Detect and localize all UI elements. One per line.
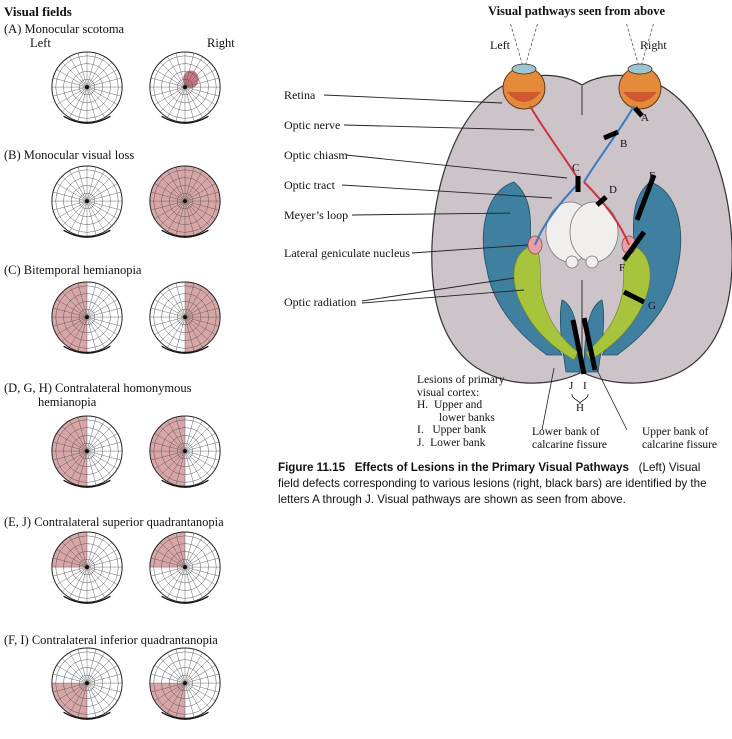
label-lgn: Lateral geniculate nucleus — [284, 246, 410, 260]
pathways-title: Visual pathways seen from above — [488, 4, 666, 18]
pathways-panel: Visual pathways seen from above Left Rig… — [262, 0, 732, 739]
lesion-item-h: H. Upper and — [417, 399, 483, 411]
lesion-letter-e: E — [649, 170, 656, 182]
lesions-list: Lesions of primary visual cortex: H. Upp… — [417, 374, 505, 449]
label-retina: Retina — [284, 88, 316, 102]
lesion-bars — [570, 106, 657, 375]
lesion-letter-a: A — [641, 112, 649, 124]
lesion-letter-j: J — [569, 380, 574, 392]
eye-label-right: Right — [207, 36, 235, 50]
visual-field-right-4 — [149, 415, 221, 488]
figure-caption: Figure 11.15 Effects of Lesions in the P… — [278, 460, 723, 508]
row-label-e: (E, J) Contralateral superior quadrantan… — [4, 515, 224, 529]
optic-nerve-paths — [529, 105, 635, 246]
lesion-letter-d: D — [609, 184, 617, 196]
visual-field-left-3 — [51, 281, 123, 354]
visual-field-right-2 — [149, 165, 221, 238]
visual-fields-panel: Visual fields (A) Monocular scotoma Left… — [0, 0, 262, 739]
visual-field-right-3 — [149, 281, 221, 354]
visual-field-right-6 — [149, 647, 221, 720]
figure-title: Effects of Lesions in the Primary Visual… — [354, 461, 629, 474]
label-optic-chiasm: Optic chiasm — [284, 148, 348, 162]
lesion-item-h-2: lower banks — [439, 411, 495, 424]
visual-field-left-2 — [51, 165, 123, 238]
optic-radiation-drawing — [513, 244, 651, 361]
lesions-title-2: visual cortex: — [417, 386, 480, 399]
pathway-eye-label-left: Left — [490, 38, 510, 52]
label-optic-tract: Optic tract — [284, 178, 335, 192]
label-optic-nerve: Optic nerve — [284, 118, 341, 132]
lesion-letter-f: F — [619, 262, 626, 274]
lesion-item-i: I. Upper bank — [417, 424, 487, 436]
row-label-a: (A) Monocular scotoma — [4, 22, 125, 36]
field-defect — [149, 683, 185, 719]
field-defect — [51, 683, 87, 719]
lesion-letter-h: H — [576, 402, 584, 414]
visual-field-right-1 — [149, 51, 221, 124]
eye-left-drawing — [502, 63, 546, 110]
sight-lines — [509, 21, 655, 71]
row-label-f: (F, I) Contralateral inferior quadrantan… — [4, 633, 218, 647]
lesion-letter-g: G — [648, 300, 656, 312]
upper-bank-label: Upper bank of calcarine fissure — [642, 426, 718, 451]
visual-field-left-5 — [51, 531, 123, 604]
lesion-letter-c: C — [572, 162, 580, 174]
row-label-d: (D, G, H) Contralateral homonymous — [4, 381, 192, 395]
visual-field-left-4 — [51, 415, 123, 488]
row-label-d-2: hemianopia — [38, 395, 97, 409]
eye-right-drawing — [618, 63, 662, 110]
visual-fields-title: Visual fields — [4, 4, 72, 19]
lesion-leaders — [541, 359, 628, 431]
pathway-diagram — [323, 21, 732, 431]
figure-number: Figure 11.15 — [278, 461, 346, 474]
eye-label-left: Left — [30, 36, 51, 50]
row-label-c: (C) Bitemporal hemianopia — [4, 263, 142, 277]
visual-field-right-5 — [149, 531, 221, 604]
label-leaders — [323, 94, 568, 304]
figure-text: (Left) Visual field defects correspondin… — [278, 461, 707, 506]
row-label-b: (B) Monocular visual loss — [4, 148, 135, 162]
visual-field-left-1 — [51, 51, 123, 124]
thalamus — [545, 201, 619, 269]
lower-bank-label: Lower bank of calcarine fissure — [532, 426, 608, 451]
label-optic-radiation: Optic radiation — [284, 295, 357, 309]
lesions-title-1: Lesions of primary — [417, 374, 505, 386]
lesion-letter-b: B — [620, 138, 628, 150]
visual-field-left-6 — [51, 647, 123, 720]
label-meyers-loop: Meyer’s loop — [284, 208, 349, 222]
lesion-item-j: J. Lower bank — [417, 436, 486, 449]
lesion-letter-i: I — [583, 380, 587, 392]
